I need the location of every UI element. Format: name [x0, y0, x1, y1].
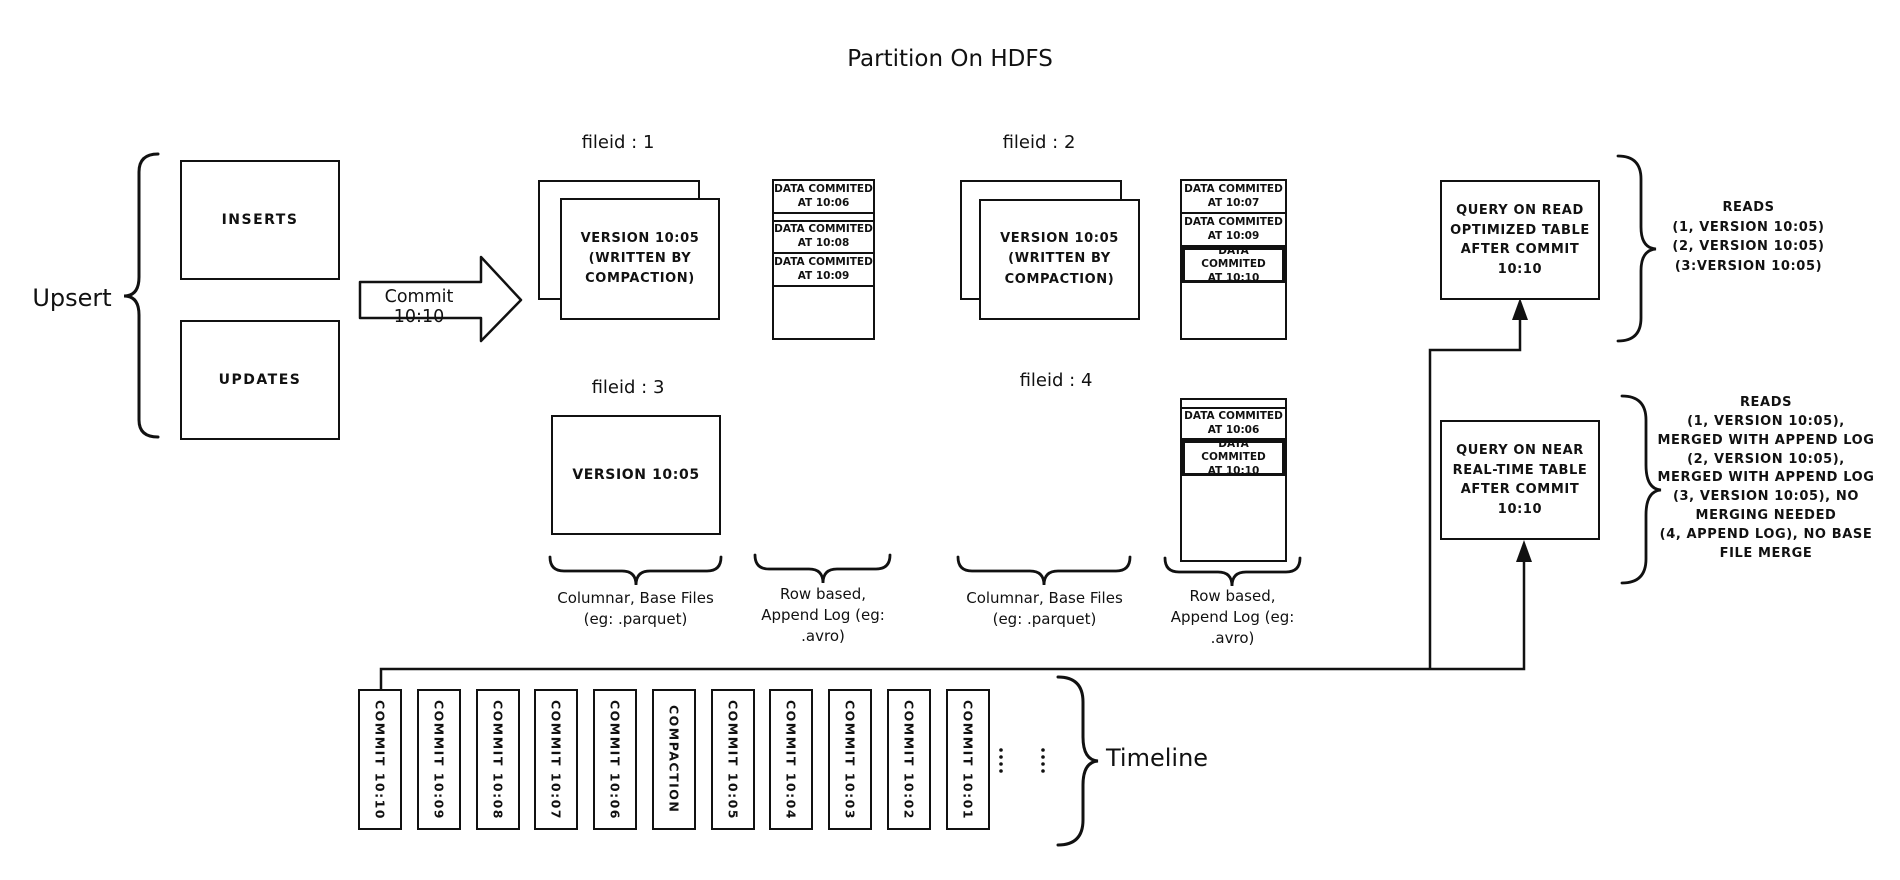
log-cell-latest: DATA COMMITED AT 10:10 [1182, 438, 1285, 477]
fileid-1-log: DATA COMMITED AT 10:06 DATA COMMITED AT … [772, 179, 875, 340]
timeline-brace [1056, 675, 1099, 847]
inserts-box: INSERTS [180, 160, 340, 280]
timeline-commit-box: COMMIT 10:09 [417, 689, 461, 830]
query-read-optimized-text: QUERY ON READ OPTIMIZED TABLE AFTER COMM… [1450, 203, 1590, 277]
reads-near-realtime-text: READS (1, VERSION 10:05), MERGED WITH AP… [1657, 395, 1875, 561]
log-cell: DATA COMMITED AT 10:09 [1182, 214, 1285, 247]
timeline-commit-label: COMMIT 10:03 [842, 699, 858, 820]
arrowhead-read-optimized [1512, 298, 1528, 320]
timeline-compaction-label: COMPACTION [666, 705, 682, 814]
log-cell: DATA COMMITED AT 10:06 [774, 181, 873, 214]
timeline-commit-box: COMMIT 10:07 [534, 689, 578, 830]
timeline-commit-label: COMMIT 10:09 [431, 699, 447, 820]
fileid-4-label: fileid : 4 [1019, 370, 1093, 391]
rowlog-right-label: Row based, Append Log (eg: .avro) [1170, 587, 1295, 647]
fileid-1-label: fileid : 1 [581, 132, 655, 153]
columnar-right-label: Columnar, Base Files (eg: .parquet) [966, 589, 1123, 628]
timeline-commit-label: COMMIT 10:07 [548, 699, 564, 820]
fileid-2-log: DATA COMMITED AT 10:07 DATA COMMITED AT … [1180, 179, 1287, 340]
query-read-optimized-box: QUERY ON READ OPTIMIZED TABLE AFTER COMM… [1440, 180, 1600, 300]
timeline-commit-box: COMMIT 10:06 [593, 689, 637, 830]
timeline-label: Timeline [1106, 744, 1209, 772]
columnar-left-label: Columnar, Base Files (eg: .parquet) [557, 589, 714, 628]
commit-arrow-label: Commit 10:10 [384, 287, 454, 327]
inserts-label: INSERTS [221, 212, 299, 228]
log-cell: DATA COMMITED AT 10:09 [774, 254, 873, 287]
diagram-title: Partition On HDFS [847, 46, 1053, 72]
timeline-commit-box: COMMIT 10:02 [887, 689, 931, 830]
updates-box: UPDATES [180, 320, 340, 440]
fileid-3-base: VERSION 10:05 [551, 415, 721, 535]
rowlog-left-label: Row based, Append Log (eg: .avro) [761, 585, 885, 645]
timeline-to-queries-connector [379, 549, 1526, 690]
log-cell: DATA COMMITED AT 10:08 [774, 222, 873, 254]
timeline-ellipsis-dots [999, 748, 1045, 773]
timeline-commit-box: COMMIT 10:05 [711, 689, 755, 830]
query-near-realtime-text: QUERY ON NEAR REAL-TIME TABLE AFTER COMM… [1452, 443, 1588, 517]
timeline-commit-box: COMMIT 10:08 [476, 689, 520, 830]
connector-branch-read-optimized [1428, 306, 1522, 669]
log-cell: DATA COMMITED AT 10:07 [1182, 181, 1285, 214]
fileid-2-base-front: VERSION 10:05 (WRITTEN BY COMPACTION) [979, 199, 1140, 320]
log-gap [1182, 400, 1285, 409]
timeline-compaction-box: COMPACTION [652, 689, 696, 830]
fileid-1-base-text: VERSION 10:05 (WRITTEN BY COMPACTION) [580, 230, 700, 287]
fileid-1-base-front: VERSION 10:05 (WRITTEN BY COMPACTION) [560, 198, 720, 320]
updates-label: UPDATES [218, 372, 302, 388]
log-empty-space [1182, 476, 1285, 560]
timeline-commit-box: COMMIT 10:03 [828, 689, 872, 830]
log-empty-space [774, 287, 873, 338]
columnar-left-brace [548, 555, 723, 586]
columnar-right-brace [956, 555, 1132, 586]
rowlog-right-brace [1163, 556, 1302, 587]
log-cell-latest: DATA COMMITED AT 10:10 [1182, 245, 1285, 284]
timeline-commit-label: COMMIT 10:02 [901, 699, 917, 820]
timeline-commit-label: COMMIT 10:05 [725, 699, 741, 820]
arrowhead-near-realtime [1516, 540, 1532, 562]
fileid-2-base-text: VERSION 10:05 (WRITTEN BY COMPACTION) [1000, 231, 1119, 287]
timeline-commit-box: COMMIT 10:01 [946, 689, 990, 830]
timeline-commit-label: COMMIT 10:04 [783, 699, 799, 820]
timeline-commit-label: COMMIT 10:08 [490, 699, 506, 820]
upsert-brace [123, 152, 160, 439]
rowlog-left-brace [753, 553, 892, 584]
reads-read-optimized-text: READS (1, VERSION 10:05) (2, VERSION 10:… [1672, 200, 1825, 274]
timeline-commit-label: COMMIT 10:06 [607, 699, 623, 820]
query-near-realtime-box: QUERY ON NEAR REAL-TIME TABLE AFTER COMM… [1440, 420, 1600, 540]
timeline-commit-box: COMMIT 10:04 [769, 689, 813, 830]
timeline-commit-box: COMMIT 10:10 [358, 689, 402, 830]
reads-optimized-brace [1616, 154, 1657, 343]
timeline-commit-label: COMMIT 10:01 [960, 699, 976, 820]
fileid-4-log: DATA COMMITED AT 10:06 DATA COMMITED AT … [1180, 398, 1287, 562]
fileid-3-label: fileid : 3 [591, 377, 665, 398]
log-empty-space [1182, 283, 1285, 338]
upsert-label: Upsert [32, 284, 112, 312]
log-cell: DATA COMMITED AT 10:06 [1182, 409, 1285, 440]
log-gap [774, 214, 873, 222]
commit-arrow-shape [358, 255, 523, 343]
fileid-3-base-text: VERSION 10:05 [572, 467, 700, 483]
timeline-commit-label: COMMIT 10:10 [372, 699, 388, 820]
fileid-2-label: fileid : 2 [1002, 132, 1076, 153]
reads-realtime-brace [1620, 394, 1662, 585]
